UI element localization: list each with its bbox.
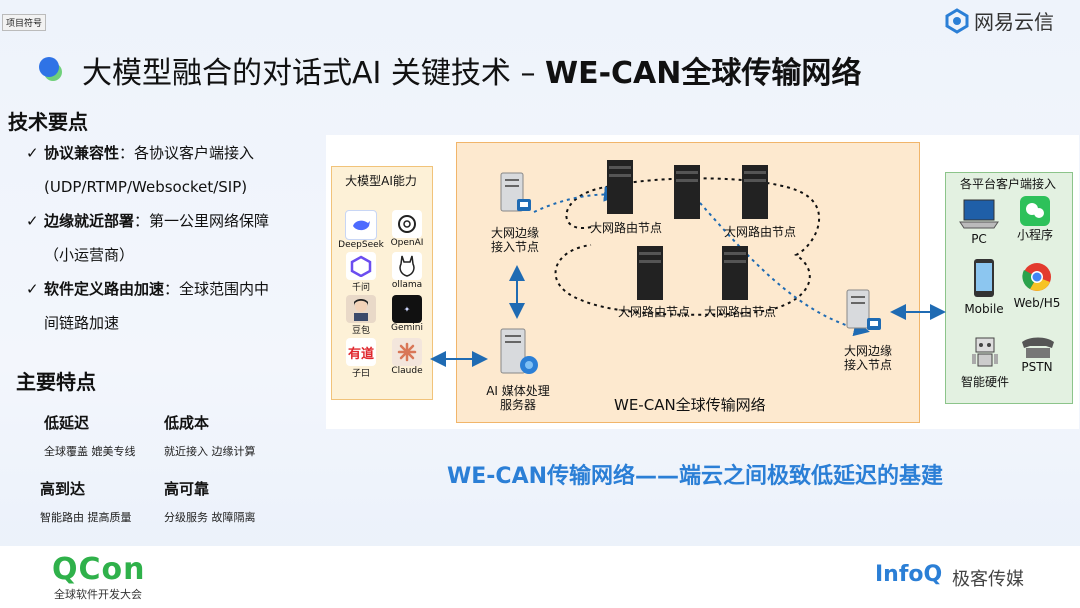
route-node-icon: [742, 165, 768, 219]
features-heading: 主要特点: [16, 370, 96, 394]
bullet-tag: 项目符号: [2, 14, 47, 31]
tech-point-line2: (UDP/RTMP/Websocket/SIP): [44, 178, 248, 196]
feature-title: 低延迟: [44, 414, 90, 432]
client-label: 智能硬件: [960, 375, 1009, 389]
qwen-icon: [346, 252, 376, 280]
tech-point-1: ✓ 协议兼容性：各协议客户端接入 (UDP/RTMP/Websocket/SIP): [26, 142, 316, 198]
title-bullet-icon: [39, 57, 62, 81]
title-normal: 大模型融合的对话式AI 关键技术 –: [82, 56, 545, 91]
feature-low-cost: 低成本 就近接入 边缘计算: [164, 412, 256, 459]
pc-icon: [959, 199, 999, 229]
feature-title: 高到达: [40, 480, 86, 498]
tech-point-text: ：各协议客户端接入: [119, 144, 255, 162]
infoq-subtitle: 极客传媒: [952, 569, 1024, 590]
app-doubao: 豆包: [338, 295, 384, 336]
client-label: PSTN: [1021, 360, 1053, 374]
miniprogram-icon: [1020, 196, 1050, 226]
youdao-icon: 有道: [346, 338, 376, 366]
tech-point-3: ✓ 软件定义路由加速：全球范围内中 间链路加速: [26, 278, 316, 334]
feature-high-reach: 高到达 智能路由 提高质量: [40, 478, 132, 525]
edge-node-in-label: 大网边缘 接入节点: [490, 226, 539, 254]
netease-logo-icon: [945, 7, 969, 34]
ai-box-title: 大模型AI能力: [345, 174, 417, 188]
feature-high-reliability: 高可靠 分级服务 故障隔离: [164, 478, 256, 525]
route-node-icon: [607, 160, 633, 214]
qcon-logo: QCon: [52, 552, 146, 587]
claude-icon: [392, 338, 422, 366]
route-loop: [554, 177, 820, 316]
feature-desc: 就近接入 边缘计算: [164, 445, 256, 458]
title-bold: WE-CAN全球传输网络: [544, 56, 862, 91]
ollama-icon: [392, 252, 422, 280]
route-node-label: 大网路由节点: [703, 305, 776, 319]
edge-server-in-icon: [500, 172, 531, 212]
infoq-logo: InfoQ: [875, 562, 943, 587]
app-qwen: 千问: [338, 252, 384, 293]
check-icon: ✓: [26, 212, 39, 230]
diagram-caption: WE-CAN传输网络——端云之间极致低延迟的基建: [447, 464, 944, 489]
gemini-icon: ✦: [392, 295, 422, 323]
client-box-title: 各平台客户端接入: [959, 177, 1056, 191]
feature-desc: 智能路由 提高质量: [40, 511, 132, 524]
feature-desc: 全球覆盖 媲美专线: [44, 445, 136, 458]
route-node-label: 大网路由节点: [589, 221, 662, 235]
feature-low-latency: 低延迟 全球覆盖 媲美专线: [44, 412, 136, 459]
app-label: DeepSeek: [338, 240, 384, 250]
app-label: 子曰: [351, 369, 370, 379]
tech-point-2: ✓ 边缘就近部署：第一公里网络保障 （小运营商）: [26, 210, 316, 266]
route-node-icon: [637, 246, 663, 300]
tech-point-line2: 间链路加速: [44, 314, 120, 332]
tech-point-bold: 协议兼容性: [44, 144, 120, 162]
app-gemini: ✦ Gemini: [384, 295, 430, 336]
route-node-icon: [722, 246, 748, 300]
check-icon: ✓: [26, 280, 39, 298]
client-label: Web/H5: [1013, 296, 1061, 310]
feature-title: 高可靠: [164, 480, 210, 498]
app-openai: OpenAI: [384, 210, 430, 250]
app-ollama: ollama: [384, 252, 430, 293]
feature-desc: 分级服务 故障隔离: [164, 511, 256, 524]
app-deepseek: DeepSeek: [338, 210, 384, 250]
client-label: PC: [971, 232, 987, 246]
netease-logo: 网易云信: [944, 6, 1054, 35]
edge-server-out-icon: [846, 289, 881, 330]
openai-icon: [392, 210, 422, 238]
mobile-icon: [974, 259, 994, 297]
phone-icon: [1022, 337, 1054, 358]
tech-point-text: ：第一公里网络保障: [134, 212, 270, 230]
app-label: Gemini: [391, 323, 423, 333]
feature-title: 低成本: [164, 414, 210, 432]
route-node-label: 大网路由节点: [617, 305, 690, 319]
robot-icon: [972, 337, 998, 367]
tech-point-text: ：全球范围内中: [164, 280, 270, 298]
tech-point-line2: （小运营商）: [44, 246, 135, 264]
doubao-icon: [346, 295, 376, 323]
tech-point-bold: 软件定义路由加速: [44, 280, 165, 298]
network-label: WE-CAN全球传输网络: [614, 396, 766, 414]
deepseek-icon: [345, 210, 377, 240]
app-label: Claude: [391, 366, 423, 376]
footer-bar: [0, 546, 1080, 608]
check-icon: ✓: [26, 144, 39, 162]
tech-point-bold: 边缘就近部署: [44, 212, 135, 230]
chrome-icon: [1022, 263, 1051, 291]
route-node-label: 大网路由节点: [723, 225, 796, 239]
client-label: Mobile: [964, 302, 1004, 316]
app-claude: Claude: [384, 338, 430, 379]
edge-node-out-label: 大网边缘 接入节点: [843, 344, 892, 372]
client-label: 小程序: [1016, 228, 1053, 242]
route-node-icon: [674, 165, 700, 219]
ai-app-grid: DeepSeek OpenAI 千问 ollama 豆包 ✦ Gemini 有道…: [338, 210, 428, 379]
app-youdao: 有道 子曰: [338, 338, 384, 379]
page-title: 大模型融合的对话式AI 关键技术 – WE-CAN全球传输网络: [82, 48, 861, 92]
qcon-subtitle: 全球软件开发大会: [54, 588, 142, 601]
app-label: 千问: [351, 283, 370, 293]
app-label: 豆包: [351, 326, 370, 336]
app-label: ollama: [391, 280, 423, 290]
brand-name: 网易云信: [974, 10, 1054, 34]
media-server-icon: [500, 328, 538, 374]
app-label: OpenAI: [390, 238, 424, 248]
tech-heading: 技术要点: [8, 110, 88, 134]
media-server-label: AI 媒体处理 服务器: [486, 384, 550, 412]
